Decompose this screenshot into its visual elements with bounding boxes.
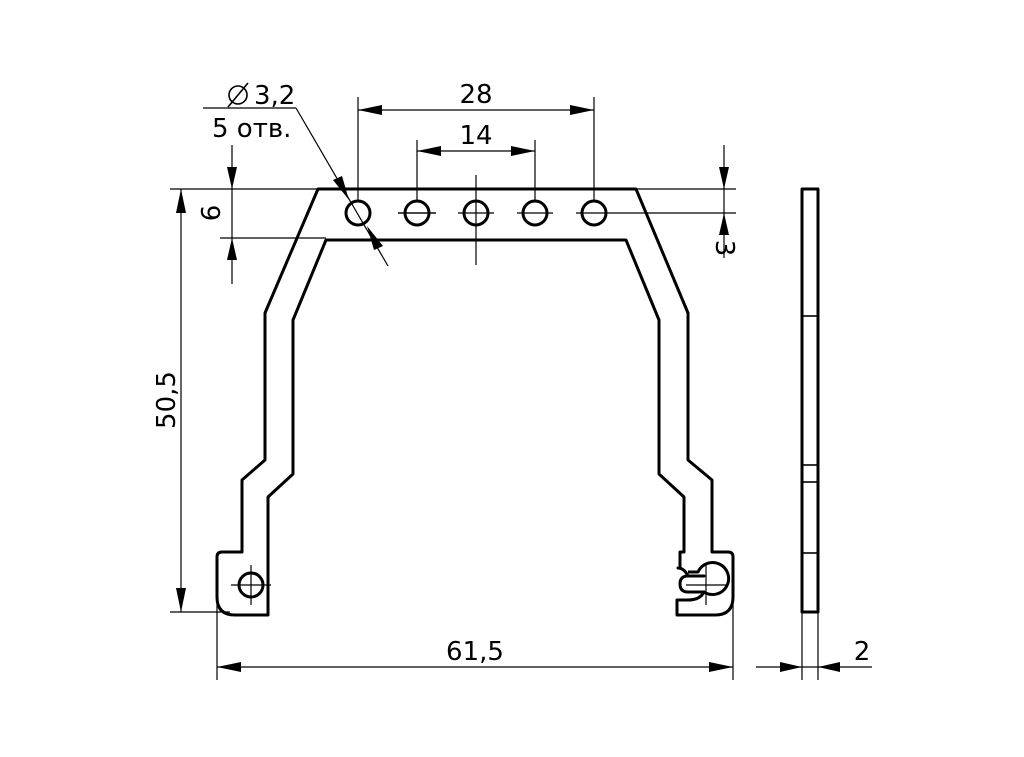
label-61-5: 61,5 — [446, 637, 504, 667]
label-diameter: 3,2 — [254, 81, 295, 111]
label-3: 3 — [709, 240, 739, 257]
dimension-2: 2 — [756, 612, 872, 680]
label-50-5: 50,5 — [152, 371, 182, 429]
label-hole-count: 5 отв. — [212, 114, 291, 144]
dimension-3: 3 — [612, 145, 739, 258]
center-lines — [231, 175, 726, 605]
hole-1 — [344, 199, 372, 227]
side-view — [800, 187, 820, 614]
dimension-50-5: 50,5 — [152, 189, 230, 613]
label-6: 6 — [197, 205, 227, 222]
diameter-icon — [227, 82, 249, 108]
bracket-outline — [215, 187, 735, 617]
dimension-6: 6 — [170, 145, 326, 284]
label-28: 28 — [459, 80, 492, 110]
dimension-14: 14 — [416, 121, 536, 200]
label-2: 2 — [854, 637, 871, 667]
dimension-hole-diameter: 3,2 5 отв. — [203, 81, 389, 267]
dimension-61-5: 61,5 — [216, 600, 734, 680]
dimension-28: 28 — [357, 80, 595, 200]
label-14: 14 — [459, 121, 492, 151]
